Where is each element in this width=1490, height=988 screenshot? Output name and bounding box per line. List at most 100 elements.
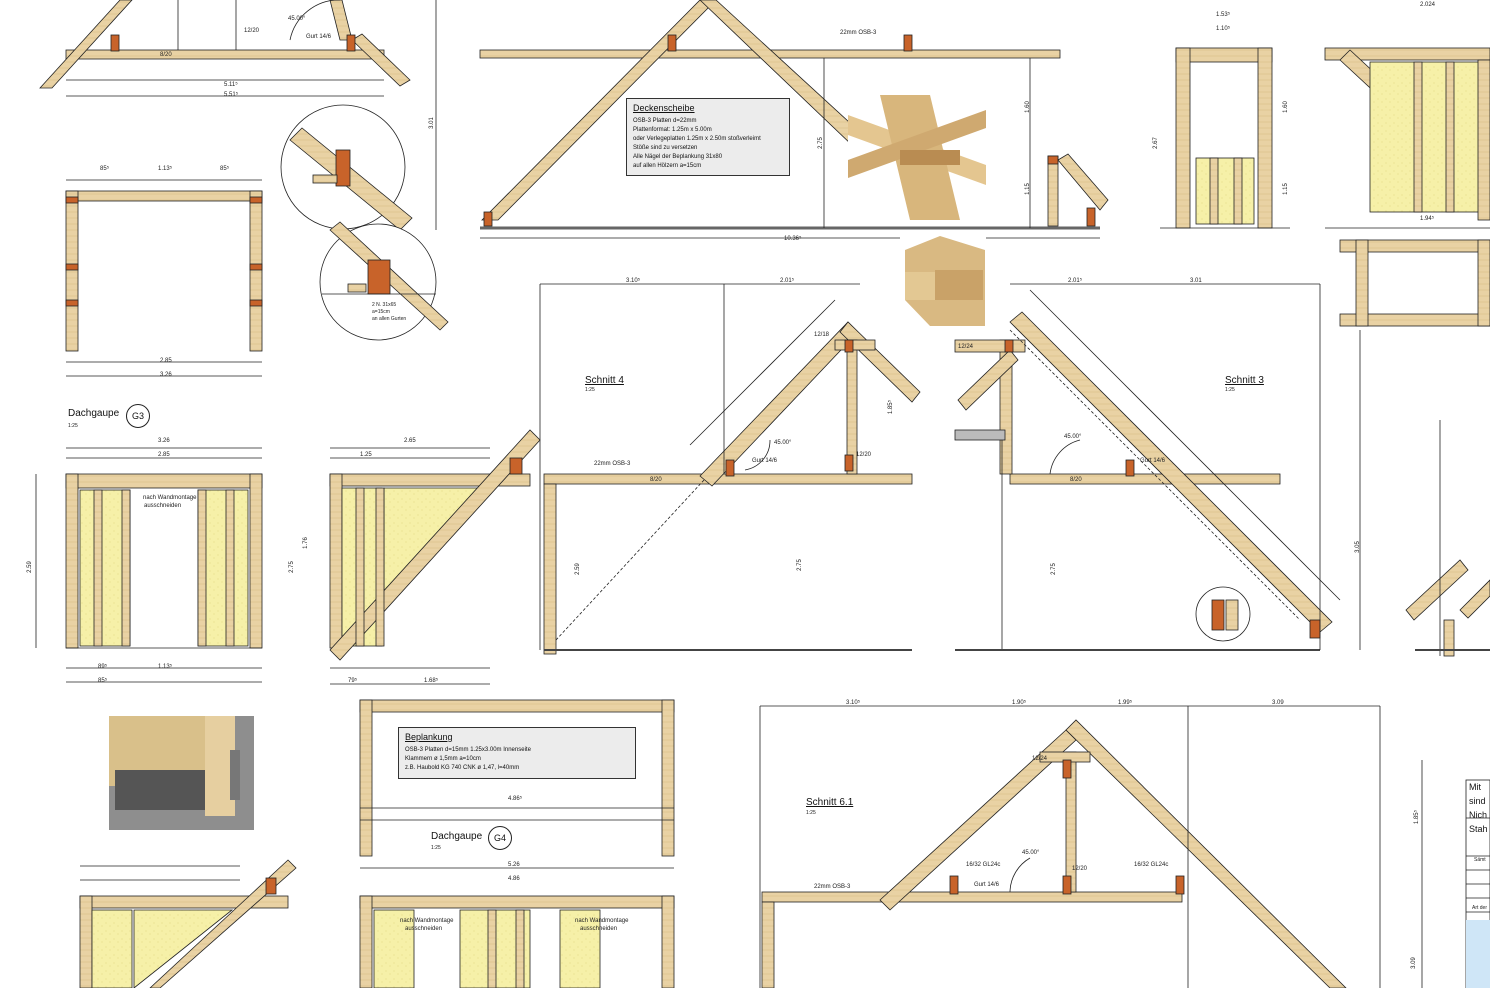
label-ausschneiden-g4a: ausschneiden [405, 926, 443, 932]
section-6-1 [759, 705, 1423, 988]
dim-top-mid-5: 1.60 [1024, 101, 1031, 113]
label-nach-wandmontage-g4b: nach Wandmontage [575, 918, 629, 924]
label-angle-s4: 45.00° [774, 440, 792, 446]
dim-right-6: 1.15 [1282, 183, 1289, 195]
dormer-g4-scale: 1:25 [431, 845, 441, 851]
dormer-g4-tag: G4 [488, 826, 512, 850]
render-joint-1 [848, 95, 986, 220]
dormer-g4-title: Dachgaupe [431, 831, 483, 842]
dim-g4-2: 4.86⁵ [508, 796, 523, 802]
note-line: OSB-3 Platten d=22mm [633, 118, 697, 124]
note-beplankung: Beplankung OSB-3 Platten d=15mm 1.25x3.0… [398, 727, 636, 779]
dim-box-2: 1.13⁵ [158, 166, 173, 172]
label-gurt-s3: Gurt 14/6 [1140, 458, 1166, 464]
dim-s61-6: 1.85⁵ [1414, 809, 1421, 825]
dim-right-4: 2.67 [1152, 137, 1159, 149]
title-block-row: sind [1469, 796, 1486, 806]
label-nails-spacing: a=15cm [372, 309, 390, 315]
dim-g3-3: 2.59 [26, 561, 33, 573]
label-nach-wandmontage-g3: nach Wandmontage [143, 495, 197, 501]
section-3-scale: 1:25 [1225, 387, 1235, 393]
label-angle-s3: 45.00° [1064, 434, 1082, 440]
title-block-row-small: Art der [1472, 905, 1488, 911]
dim-g3s-7: 1.68⁵ [424, 678, 439, 684]
render-dormer-foot [109, 716, 254, 830]
label-gurt-s61: Gurt 14/6 [974, 882, 1000, 888]
dormer-g3-tag: G3 [126, 404, 150, 428]
dim-s4-5: 1.85⁵ [888, 399, 895, 415]
title-block-text: Mit sind Nich Stah [1466, 780, 1490, 856]
dim-s61-7: 16/32 GL24c [966, 862, 1001, 868]
dim-top-left-4: 8/20 [160, 52, 172, 58]
label-nails-where: an allen Gurten [372, 316, 407, 322]
plan-box-left [65, 179, 263, 377]
label-angle-s61: 45.00° [1022, 850, 1040, 856]
top-left-roof-detail [39, 0, 411, 97]
dim-s61-9: 12/20 [1072, 866, 1088, 872]
dim-s3-2: 3.01 [1190, 278, 1202, 284]
dim-g3s-3: 2.75 [288, 561, 295, 573]
dim-g3-4: 85⁵ [98, 678, 108, 684]
dormer-g4 [359, 699, 675, 988]
note-line: Plattenformat: 1.25m x 5.00m [633, 127, 712, 133]
dim-s4-6: 12/20 [856, 452, 872, 458]
section-3-title: Schnitt 3 [1225, 375, 1264, 386]
dim-s4-1: 3.10⁵ [626, 278, 641, 284]
dim-s3-9: 12/24 [958, 344, 974, 350]
dim-g3-5: 1.13⁵ [158, 664, 173, 670]
dim-s3-5: 3.05 [1354, 541, 1361, 553]
dim-right-7: 1.94⁵ [1420, 216, 1435, 222]
dim-s61-8: 16/32 GL24c [1134, 862, 1169, 868]
dim-g3-1: 3.26 [158, 438, 170, 444]
label-osb-s4: 22mm OSB-3 [594, 461, 631, 467]
dim-box-5: 3.26 [160, 372, 172, 378]
dim-s61-2: 1.90⁵ [1012, 700, 1027, 706]
dim-s4-2: 2.01⁵ [780, 278, 795, 284]
label-ausschneiden-g4b: ausschneiden [580, 926, 618, 932]
dormer-g3-title: Dachgaupe [68, 408, 120, 419]
note-line: Klammern ø 1,5mm a=10cm [405, 756, 481, 762]
top-right-frames [1160, 47, 1490, 327]
note-deckenscheibe-heading: Deckenscheibe [633, 103, 695, 113]
label-gurt-top: Gurt 14/6 [306, 34, 332, 40]
dormer-g3-scale: 1:25 [68, 423, 78, 429]
label-angle-top: 45.00° [288, 16, 306, 22]
label-osb-s61: 22mm OSB-3 [814, 884, 851, 890]
dim-right-1: 2.024 [1420, 2, 1436, 8]
dim-s61-1: 3.10⁵ [846, 700, 861, 706]
dim-right-3: 1.10⁵ [1216, 26, 1231, 32]
dim-right-5: 1.60 [1282, 101, 1289, 113]
note-line: OSB-3 Platten d=15mm 1.25x3.00m Innensei… [405, 747, 531, 753]
dim-top-left-1: 5.11⁵ [224, 82, 238, 88]
title-block-row: Stah [1469, 824, 1488, 834]
dim-s61-5: 3.09 [1410, 957, 1417, 969]
section-3 [954, 283, 1361, 651]
dormer-g3-front [35, 447, 263, 683]
dim-s61-10: 12/24 [1032, 756, 1048, 762]
dim-top-left-3: 12/20 [244, 28, 260, 34]
render-joint-2 [900, 236, 986, 326]
dim-g3s-1: 2.65 [404, 438, 416, 444]
dim-s4-3: 2.75 [796, 559, 803, 571]
section-4-scale: 1:25 [585, 387, 595, 393]
dim-box-4: 2.85 [160, 358, 172, 364]
dim-g3-2: 2.85 [158, 452, 170, 458]
dim-s4-7: 8/20 [650, 477, 662, 483]
section-4-title: Schnitt 4 [585, 375, 624, 386]
section-4 [539, 283, 921, 655]
dim-g4-1: 5.26 [508, 862, 520, 868]
title-block-row: Mit [1469, 782, 1481, 792]
dim-s61-3: 1.99⁵ [1118, 700, 1133, 706]
dim-box-1: 85⁵ [100, 166, 110, 172]
dim-s61-4: 3.09 [1272, 700, 1284, 706]
dim-top-mid-2: 3.01 [428, 117, 435, 129]
dim-g3-6: 89⁵ [98, 664, 108, 670]
label-nails: 2 N. 31x65 [372, 302, 397, 308]
dim-g4-3: 4.86 [508, 876, 520, 882]
dim-s4-4: 2.59 [574, 563, 581, 575]
dim-s4-8: 12/18 [814, 332, 830, 338]
title-block-row: Nich [1469, 810, 1488, 820]
note-line: oder Verlegeplatten 1.25m x 2.50m stoßve… [633, 136, 761, 142]
dim-s3-7: 8/20 [1070, 477, 1082, 483]
section-6-1-title: Schnitt 6.1 [806, 797, 854, 808]
